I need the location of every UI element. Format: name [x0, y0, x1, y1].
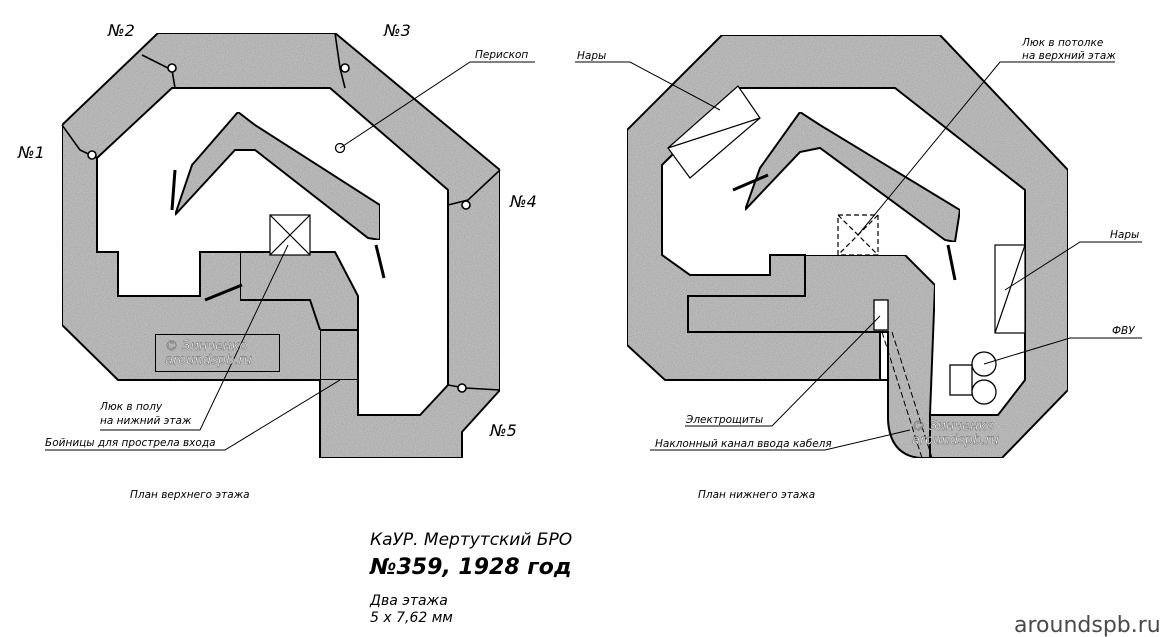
electric-panel: [873, 299, 889, 331]
loopholes-label: Бойницы для прострела входа: [45, 437, 216, 449]
upper-embrasure-joints: [61, 32, 501, 393]
upper-room-block: [154, 333, 281, 373]
upper-plan-caption: План верхнего этажа: [130, 489, 250, 501]
upper-inner-partition: [174, 110, 381, 242]
upper-watermark-line1: © Зинченко: [165, 339, 247, 354]
upper-watermark-line2: aroundspb.ru: [165, 353, 252, 368]
cable-channel: [881, 331, 933, 459]
title-line-2: №359, 1928 год: [369, 555, 572, 580]
lower-floor-plan: Нары Люк в потолке на верхний этаж Нары …: [575, 34, 1142, 501]
lower-doors: [732, 173, 957, 281]
bunks-label-2: Нары: [1110, 229, 1139, 241]
lower-watermark-line1: © Зинченко: [912, 419, 994, 434]
lower-center-block: [687, 254, 937, 459]
periscope-label: Перископ: [475, 49, 528, 61]
upper-floor-plan: №1 №2 №3 №4 №5 Перископ Люк в полу на ни…: [17, 21, 537, 501]
embrasure-label-5: №5: [489, 421, 517, 440]
lower-hatch-label-line1: Люк в потолке: [1021, 37, 1103, 49]
bunks-label-1: Нары: [577, 50, 606, 62]
embrasure-label-4: №4: [509, 192, 537, 211]
upper-leader-lines: [45, 61, 535, 451]
upper-hatch-label-line2: на нижний этаж: [100, 415, 192, 427]
cable-channel-label: Наклонный канал ввода кабеля: [655, 438, 832, 450]
lower-leader-lines: [575, 61, 1142, 451]
title-line-3: Два этажа: [369, 593, 448, 609]
fvu-label: ФВУ: [1112, 325, 1135, 337]
upper-floor-hatch: [269, 214, 311, 256]
lower-hatch-label-line2: на верхний этаж: [1022, 50, 1116, 62]
lower-watermark-line2: aroundspb.ru: [912, 433, 999, 448]
upper-hatch-label-line1: Люк в полу: [99, 401, 163, 413]
embrasure-label-3: №3: [383, 21, 411, 40]
title-line-1: КаУР. Мертутский БРО: [370, 530, 572, 550]
lower-inner-partition: [744, 110, 962, 244]
site-watermark: aroundspb.ru: [1014, 613, 1161, 637]
embrasure-label-1: №1: [17, 143, 45, 162]
embrasure-label-2: №2: [107, 21, 135, 40]
title-block: КаУР. Мертутский БРО №359, 1928 год Два …: [369, 530, 572, 626]
lower-plan-caption: План нижнего этажа: [698, 489, 815, 501]
upper-entrance-block: [319, 329, 359, 381]
switchboards-label: Электрощиты: [685, 414, 763, 426]
title-line-4: 5 х 7,62 мм: [370, 610, 453, 626]
upper-doors: [170, 169, 386, 302]
bunks-right: [994, 244, 1026, 334]
